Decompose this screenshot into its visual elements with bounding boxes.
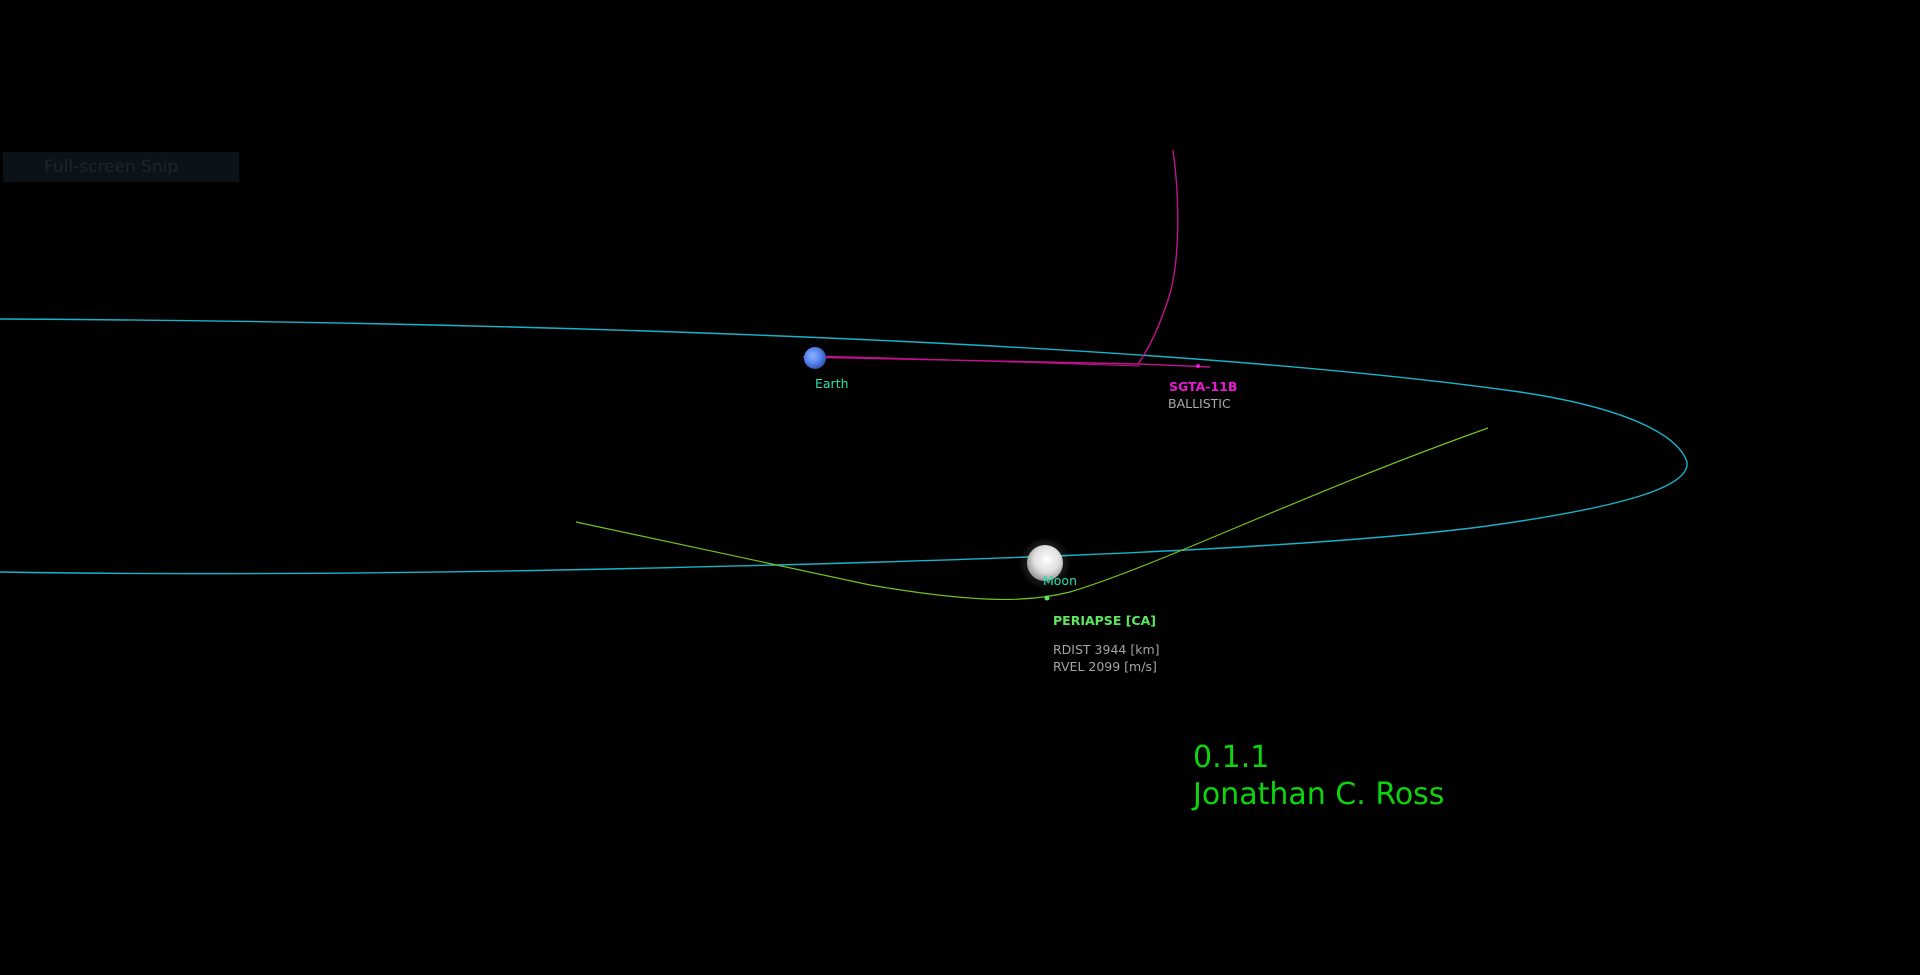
spacecraft-departure-track (802, 356, 1211, 368)
full-screen-snip-label: Full-screen Snip (3, 152, 239, 182)
periapse-rdist: RDIST 3944 [km] (1053, 642, 1160, 657)
earth-icon[interactable] (804, 347, 826, 369)
periapse-marker[interactable] (1044, 595, 1050, 601)
spacecraft-name[interactable]: SGTA-11B (1169, 379, 1238, 394)
author-text: Jonathan C. Ross (1193, 777, 1445, 812)
spacecraft-trajectory (1137, 149, 1179, 365)
moon-label[interactable]: Moon (1043, 573, 1078, 588)
version-text: 0.1.1 (1193, 740, 1270, 775)
moon-relative-trajectory (575, 427, 1489, 601)
spacecraft-marker[interactable] (1196, 364, 1200, 368)
periapse-rvel: RVEL 2099 [m/s] (1053, 659, 1157, 674)
periapse-title[interactable]: PERIAPSE [CA] (1053, 613, 1156, 628)
spacecraft-mode: BALLISTIC (1168, 396, 1231, 411)
moon-orbit-path (0, 318, 1688, 575)
earth-label[interactable]: Earth (815, 376, 849, 391)
spacecraft-return-track (814, 355, 1141, 367)
moon-icon[interactable] (1027, 545, 1063, 581)
